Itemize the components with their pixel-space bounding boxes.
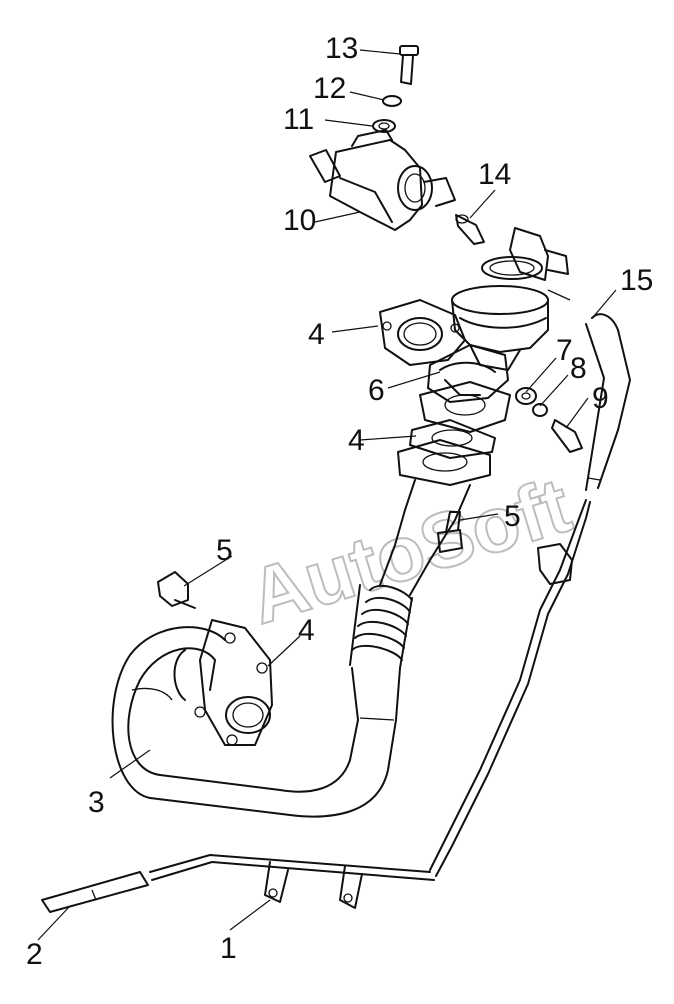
callout-2: 2 [26, 938, 43, 971]
callout-15: 15 [620, 264, 653, 297]
callout-7: 7 [556, 334, 573, 367]
part-4-gasket-lower [194, 619, 273, 746]
part-5-plug-left [157, 571, 196, 609]
part-1-bracket [149, 854, 435, 909]
callout-1: 1 [220, 932, 237, 965]
part-3-bent-pipe [111, 626, 226, 799]
callout-10: 10 [283, 204, 316, 237]
part-13-bolt [399, 45, 419, 85]
egr-valve-body [451, 285, 549, 371]
callout-5-right: 5 [504, 500, 521, 533]
part-14-pin [455, 214, 485, 245]
callout-3: 3 [88, 786, 105, 819]
part-4-gasket-upper [379, 299, 466, 366]
part-2-end-hose [41, 871, 149, 913]
callout-13: 13 [325, 32, 358, 65]
leader-lines [37, 49, 617, 941]
callout-5-left: 5 [216, 534, 233, 567]
part-9-bolt [551, 419, 583, 453]
callout-12: 12 [313, 72, 346, 105]
valve-connector [481, 227, 571, 301]
callout-11: 11 [283, 103, 314, 136]
part-11-ring [372, 119, 396, 133]
part-12-washer [382, 95, 402, 107]
callout-4-middle: 4 [348, 424, 365, 457]
part-15-hose [429, 313, 631, 877]
part-5-bolt-right [437, 511, 463, 553]
callout-8: 8 [570, 352, 587, 385]
part-10-solenoid-valve [309, 129, 456, 231]
callout-labels: 13 12 11 14 10 15 4 7 6 8 9 4 5 5 4 3 2 … [26, 32, 653, 971]
part-6-adapter [419, 344, 511, 433]
callout-6: 6 [368, 374, 385, 407]
callout-4-upper: 4 [308, 318, 325, 351]
egr-tube [149, 439, 491, 818]
callout-4-lower: 4 [298, 614, 315, 647]
part-4-gasket-middle [409, 419, 496, 459]
callout-14: 14 [478, 158, 511, 191]
part-7-washer [515, 387, 537, 405]
callout-9: 9 [592, 382, 609, 415]
part-8-washer [532, 403, 548, 417]
